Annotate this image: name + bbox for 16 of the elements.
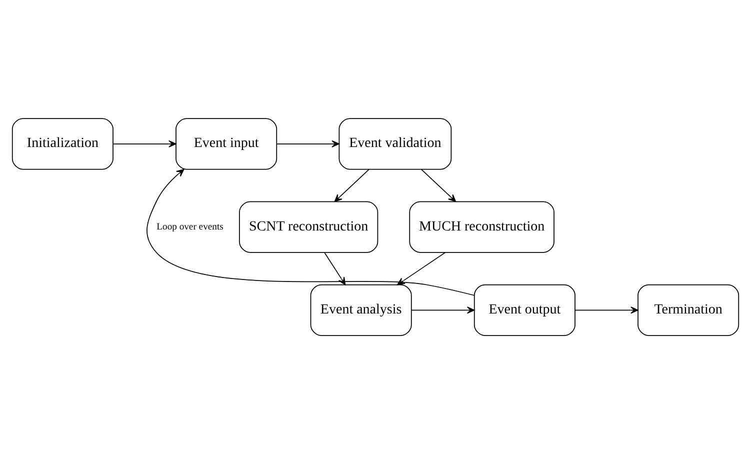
node-box: Event analysis [310, 284, 412, 336]
node-box: Event validation [338, 118, 452, 170]
node-box: Event output [474, 284, 576, 336]
node-box: Termination [638, 284, 740, 336]
arrow [334, 168, 370, 202]
arrow [276, 140, 340, 148]
node-box: SCNT reconstruction [239, 201, 378, 253]
arrow [574, 306, 638, 314]
arrow [420, 168, 456, 202]
node-box: MUCH reconstruction [409, 201, 554, 253]
node-box: Event input [176, 118, 278, 170]
arrow [411, 306, 475, 314]
node-box: Initialization [12, 118, 114, 170]
edge-label: Loop over events [156, 221, 224, 232]
arrow [112, 140, 176, 148]
arrow [146, 168, 475, 296]
